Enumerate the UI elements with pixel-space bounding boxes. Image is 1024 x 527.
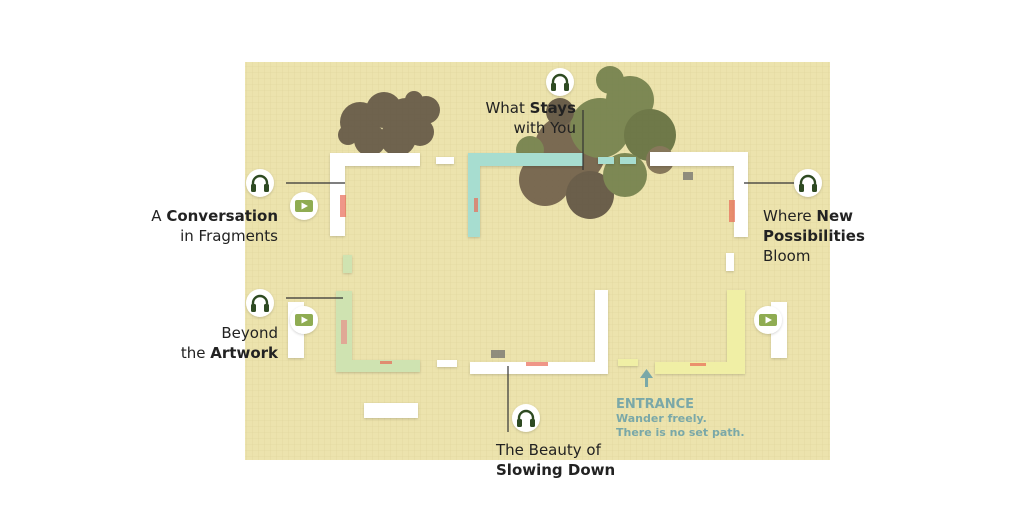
walls (288, 152, 787, 418)
stop-label-beyond-artwork[interactable]: Beyond the Artwork (180, 324, 278, 362)
tree-dark (338, 91, 440, 156)
headphones-icon[interactable] (512, 404, 540, 432)
entrance-line-2: There is no set path. (616, 426, 745, 439)
play-video-icon[interactable] (290, 306, 318, 334)
stop-label-slowing-down[interactable]: The Beauty of Slowing Down (496, 441, 616, 479)
stop-label-what-stays[interactable]: What Stays with You (485, 99, 576, 137)
headphones-icon[interactable] (794, 169, 822, 197)
headphones-icon[interactable] (546, 68, 574, 96)
entrance-label: ENTRANCE Wander freely. There is no set … (616, 397, 745, 440)
play-video-icon[interactable] (290, 192, 318, 220)
entrance-line-1: Wander freely. (616, 412, 707, 425)
leader-lines (286, 110, 795, 432)
artwork-marks (340, 172, 735, 366)
arrow-up-icon (640, 369, 653, 387)
entrance-title: ENTRANCE (616, 397, 694, 412)
stop-label-new-possibilities[interactable]: Where New Possibilities Bloom (763, 207, 865, 265)
headphones-icon[interactable] (246, 169, 274, 197)
stop-label-conversation[interactable]: A Conversation in Fragments (151, 207, 278, 245)
headphones-icon[interactable] (246, 289, 274, 317)
play-video-icon[interactable] (754, 306, 782, 334)
